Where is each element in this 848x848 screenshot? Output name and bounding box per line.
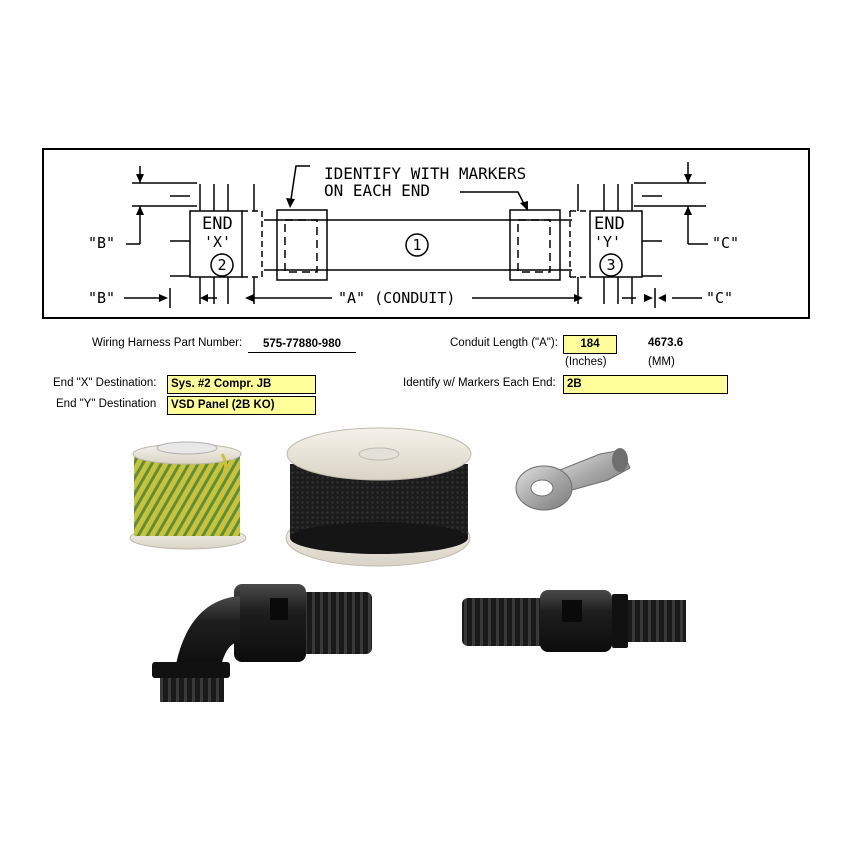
end-x-number: 2 (217, 256, 226, 274)
dim-b-left-label: "B" (88, 234, 115, 252)
conduit-number: 1 (412, 236, 421, 254)
callout-line-1: IDENTIFY WITH MARKERS (324, 164, 526, 183)
conduit-number-circle (405, 233, 429, 257)
elbow-conduit-fitting (152, 584, 372, 702)
marker-sleeve-right (509, 209, 561, 281)
inches-unit-label: (Inches) (565, 356, 607, 368)
dim-c-bottom-label: "C" (706, 289, 733, 307)
end-x-letter: 'X' (204, 233, 231, 251)
end-x-box (189, 210, 243, 278)
markers-field[interactable]: 2B (563, 375, 728, 394)
conduit-length-label: Conduit Length ("A"): (450, 337, 558, 349)
straight-conduit-fitting (462, 590, 686, 652)
end-x-destination-label: End "X" Destination: (53, 377, 157, 389)
end-y-number-circle (599, 253, 623, 277)
end-y-letter: 'Y' (594, 233, 621, 251)
callout-line-2: ON EACH END (324, 181, 430, 200)
product-photos (129, 427, 686, 702)
mm-unit-label: (MM) (648, 356, 675, 368)
end-y-box (589, 210, 643, 278)
markers-label: Identify w/ Markers Each End: (403, 377, 556, 389)
dim-b-bottom-label: "B" (88, 289, 115, 307)
dim-a-label: "A" (CONDUIT) (338, 289, 455, 307)
conduit-length-inches-field[interactable]: 184 (563, 335, 617, 354)
ring-terminal-lug (515, 448, 631, 511)
yellow-green-wire-spool (129, 441, 247, 550)
end-y-title: END (594, 214, 625, 234)
part-number-label: Wiring Harness Part Number: (92, 337, 243, 349)
end-y-destination-field[interactable]: VSD Panel (2B KO) (167, 396, 316, 415)
harness-drawing: IDENTIFY WITH MARKERS ON EACH END END 'X… (42, 148, 810, 319)
dim-c-right-label: "C" (712, 234, 739, 252)
end-x-number-circle (210, 253, 234, 277)
end-y-destination-label: End "Y" Destination (56, 398, 157, 410)
end-x-title: END (202, 214, 233, 234)
marker-sleeve-left (276, 209, 328, 281)
end-y-number: 3 (606, 256, 615, 274)
black-wire-spool (285, 427, 472, 567)
part-number-value: 575-77880-980 (248, 336, 356, 353)
end-x-destination-field[interactable]: Sys. #2 Compr. JB (167, 375, 316, 394)
conduit-length-mm: 4673.6 (648, 337, 684, 349)
